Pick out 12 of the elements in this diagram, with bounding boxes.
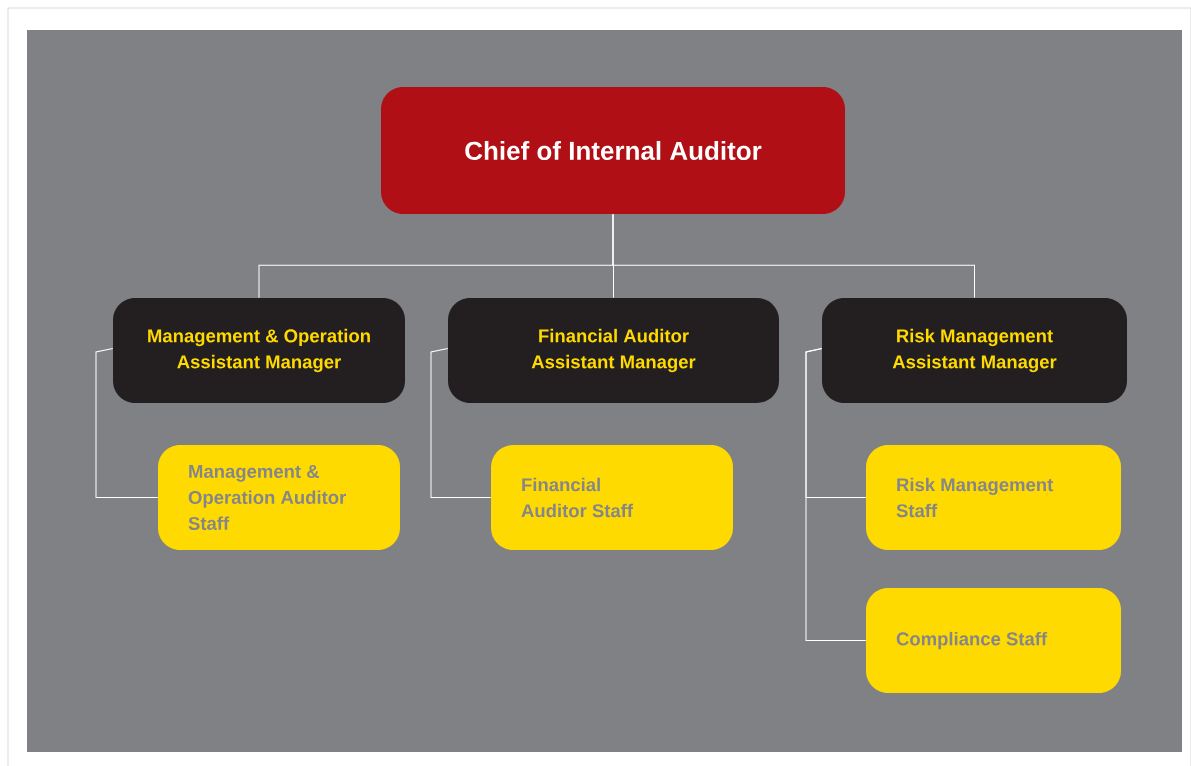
connector-line [95, 348, 159, 498]
connector-line [805, 348, 867, 641]
staff-box: Financial Auditor Staff [491, 445, 733, 550]
title-box: Chief of Internal Auditor [381, 87, 845, 214]
manager-box: Financial Auditor Assistant Manager [448, 298, 779, 403]
staff-box: Compliance Staff [866, 588, 1121, 693]
connector-line [430, 348, 492, 498]
manager-box: Risk Management Assistant Manager [822, 298, 1127, 403]
staff-box: Management & Operation Auditor Staff [158, 445, 400, 550]
manager-box: Management & Operation Assistant Manager [113, 298, 405, 403]
staff-box: Risk Management Staff [866, 445, 1121, 550]
connector-line [612, 213, 975, 299]
